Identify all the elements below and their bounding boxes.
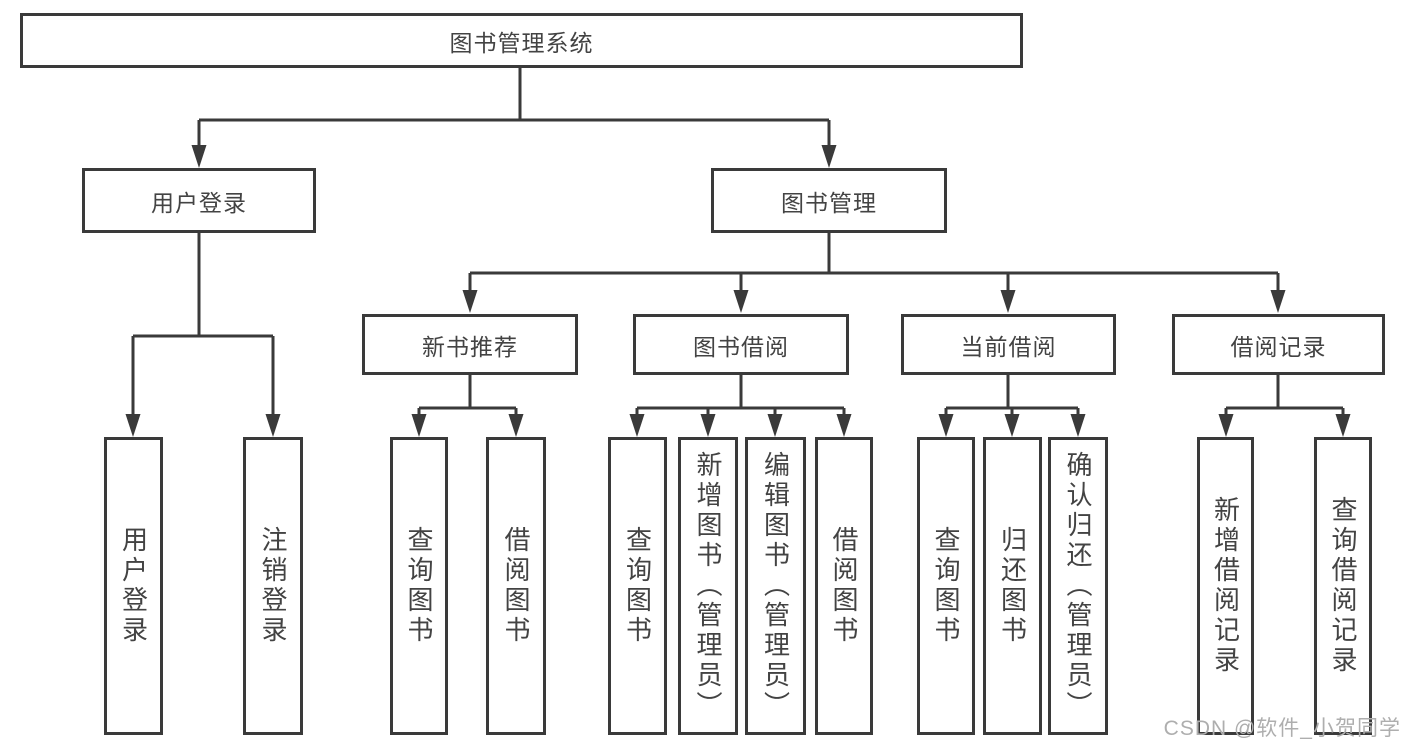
node-borrowing-records: 借阅记录	[1172, 314, 1385, 375]
node-new-book-recommendation: 新书推荐	[362, 314, 578, 375]
leaf-current-query-books: 查询图书	[917, 437, 975, 735]
leaf-borrowing-query-books: 查询图书	[608, 437, 667, 735]
leaf-borrowing-edit-books-admin: 编辑图书（管理员）	[745, 437, 806, 735]
node-current-borrowing: 当前借阅	[901, 314, 1116, 375]
leaf-current-confirm-return-admin: 确认归还（管理员）	[1048, 437, 1108, 735]
leaf-logout-login: 注销登录	[243, 437, 303, 735]
node-library-management-system: 图书管理系统	[20, 13, 1023, 68]
leaf-user-login: 用户登录	[104, 437, 163, 735]
leaf-borrowing-borrow-books: 借阅图书	[815, 437, 873, 735]
node-book-management: 图书管理	[711, 168, 947, 233]
leaf-current-return-books: 归还图书	[983, 437, 1042, 735]
leaf-recommend-borrow-books: 借阅图书	[486, 437, 546, 735]
leaf-records-query-borrow-record: 查询借阅记录	[1314, 437, 1372, 735]
node-user-login: 用户登录	[82, 168, 316, 233]
leaf-records-add-borrow-record: 新增借阅记录	[1197, 437, 1254, 735]
leaf-borrowing-add-books-admin: 新增图书（管理员）	[678, 437, 738, 735]
csdn-watermark: CSDN @软件_小贺同学	[1163, 717, 1401, 740]
leaf-recommend-query-books: 查询图书	[390, 437, 448, 735]
node-book-borrowing: 图书借阅	[633, 314, 849, 375]
